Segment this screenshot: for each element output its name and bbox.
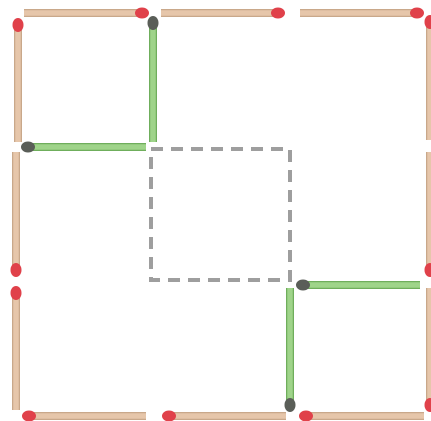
matchstick-mid-vertical-2[interactable]	[285, 288, 296, 412]
burnt-match-head-icon	[21, 142, 35, 153]
matchstick-bottom-3[interactable]	[299, 411, 424, 421]
matchstick-right-2[interactable]	[425, 152, 431, 277]
matchstick-left-2[interactable]	[11, 152, 22, 277]
matchstick-mid-horizontal-1[interactable]	[21, 142, 146, 153]
matchstick-bottom-1[interactable]	[22, 411, 146, 421]
matchstick-left-1[interactable]	[13, 18, 24, 142]
matchstick-top-2[interactable]	[161, 8, 285, 19]
red-match-head-icon	[13, 18, 24, 32]
matchstick-mid-horizontal-2[interactable]	[296, 280, 420, 291]
red-match-head-icon	[135, 8, 149, 19]
matchstick-left-3[interactable]	[11, 286, 22, 410]
burnt-match-head-icon	[148, 16, 159, 30]
matchstick-bottom-2[interactable]	[162, 411, 286, 421]
matchstick-right-1[interactable]	[425, 15, 431, 140]
matchstick-mid-vertical-1[interactable]	[148, 16, 159, 142]
burnt-match-head-icon	[296, 280, 310, 291]
red-match-head-icon	[299, 411, 313, 421]
matchstick-top-3[interactable]	[300, 8, 424, 19]
red-match-head-icon	[162, 411, 176, 421]
red-match-head-icon	[425, 15, 431, 29]
red-match-head-icon	[271, 8, 285, 19]
red-match-head-icon	[11, 263, 22, 277]
red-match-head-icon	[410, 8, 424, 19]
empty-slot-center-square[interactable]	[151, 149, 290, 280]
burnt-match-head-icon	[285, 398, 296, 412]
red-match-head-icon	[425, 263, 431, 277]
red-match-head-icon	[425, 398, 431, 412]
red-match-head-icon	[11, 286, 22, 300]
matchstick-top-1[interactable]	[24, 8, 149, 19]
matchstick-right-3[interactable]	[425, 288, 431, 412]
red-match-head-icon	[22, 411, 36, 421]
